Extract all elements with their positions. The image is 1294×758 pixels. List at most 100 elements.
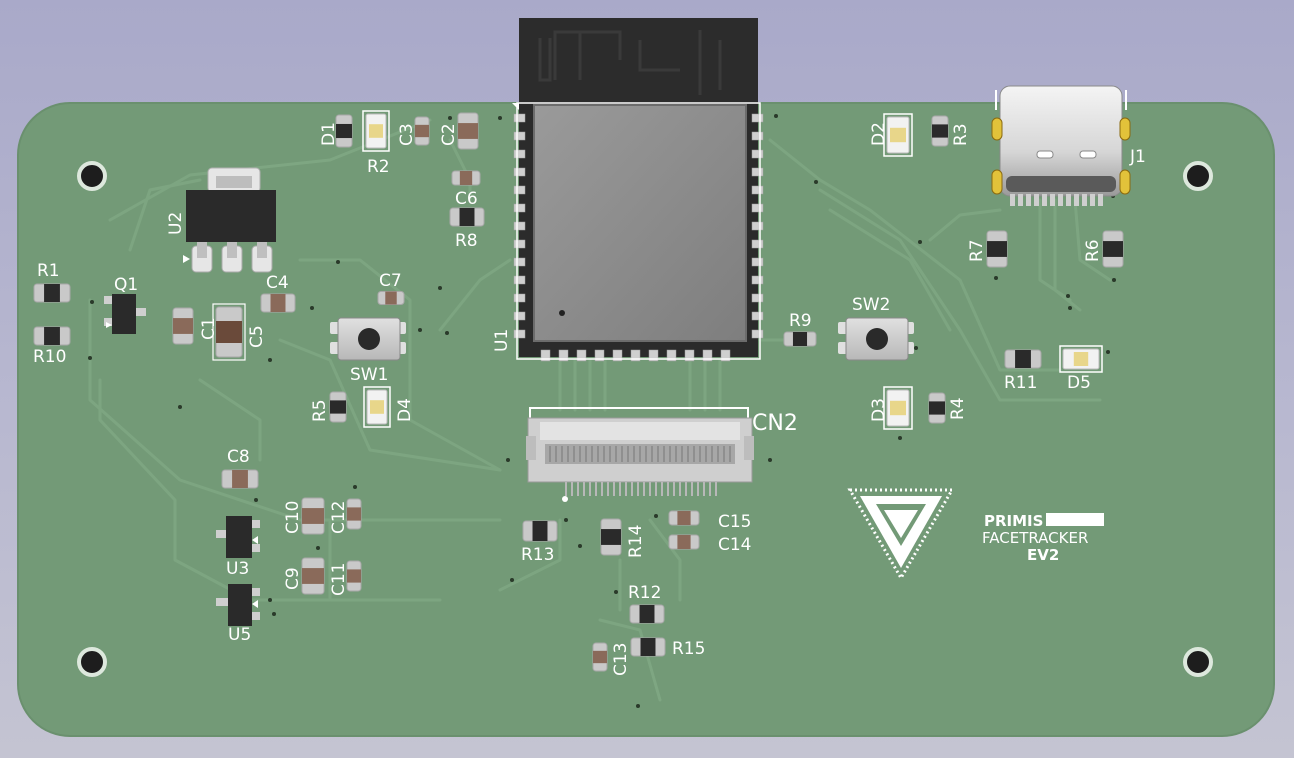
- component-D2: [883, 113, 913, 157]
- component-C13: [592, 642, 608, 672]
- component-J1: [991, 85, 1131, 206]
- component-R8: [449, 207, 485, 227]
- label-R2: R2: [367, 157, 390, 177]
- label-R3: R3: [951, 123, 971, 146]
- component-R7: [986, 230, 1008, 268]
- component-R10: [33, 326, 71, 346]
- component-R13: [522, 520, 558, 542]
- component-R1: [33, 283, 71, 303]
- label-R9: R9: [789, 311, 812, 331]
- triangle-logo-icon: [847, 488, 955, 581]
- label-U3: U3: [226, 559, 249, 579]
- label-R1: R1: [37, 261, 60, 281]
- component-R2: [362, 110, 390, 152]
- label-R8: R8: [455, 231, 478, 251]
- component-R4: [928, 392, 946, 424]
- label-R13: R13: [521, 545, 554, 565]
- logo-line-1: PRIMIS: [984, 512, 1043, 530]
- component-R12: [629, 604, 665, 624]
- component-C3: [414, 116, 430, 146]
- label-D2: D2: [869, 122, 889, 146]
- label-R10: R10: [33, 347, 66, 367]
- logo-bar: [1046, 513, 1104, 526]
- component-C2: [457, 112, 479, 150]
- component-R15: [630, 637, 666, 657]
- component-U5: [216, 584, 260, 626]
- label-C9: C9: [283, 567, 303, 590]
- component-R11: [1004, 349, 1042, 369]
- label-J1: J1: [1129, 147, 1146, 167]
- label-R4: R4: [948, 397, 968, 420]
- component-C10: [301, 497, 325, 535]
- component-C7: [377, 291, 405, 305]
- label-R11: R11: [1004, 373, 1037, 393]
- mounting-hole: [1183, 647, 1213, 677]
- label-C15: C15: [718, 512, 752, 532]
- label-R7: R7: [967, 239, 987, 262]
- label-R14: R14: [626, 525, 646, 558]
- component-D3: [883, 386, 913, 430]
- label-C6: C6: [455, 189, 478, 209]
- component-SW1: [330, 317, 406, 361]
- label-CN2: CN2: [752, 411, 798, 436]
- label-C2: C2: [439, 123, 459, 146]
- label-C11: C11: [329, 562, 349, 596]
- component-C11: [346, 560, 362, 592]
- label-C13: C13: [611, 642, 631, 676]
- component-U1: [512, 18, 764, 362]
- component-C1: [172, 307, 194, 345]
- board-logo: PRIMIS FACETRACKER EV2: [847, 488, 1104, 581]
- label-D4: D4: [395, 398, 415, 422]
- logo-line-3: EV2: [1027, 546, 1059, 564]
- copper-traces: [88, 118, 1112, 702]
- component-D4: [363, 386, 391, 428]
- label-U2: U2: [166, 212, 186, 235]
- label-R6: R6: [1083, 239, 1103, 262]
- component-U2: [183, 167, 276, 273]
- component-C6: [451, 170, 481, 186]
- mounting-hole: [1183, 161, 1213, 191]
- label-R5: R5: [310, 399, 330, 422]
- mounting-hole: [77, 161, 107, 191]
- mounting-holes: [77, 161, 1213, 677]
- label-SW1: SW1: [350, 365, 388, 385]
- label-SW2: SW2: [852, 295, 890, 315]
- component-R9: [783, 331, 817, 347]
- component-D5: [1059, 345, 1103, 373]
- label-C10: C10: [283, 500, 303, 534]
- component-D1: [335, 114, 353, 148]
- component-R3: [931, 115, 949, 147]
- label-C4: C4: [266, 273, 289, 293]
- component-Q1: [104, 294, 146, 334]
- label-C3: C3: [397, 123, 417, 146]
- label-C14: C14: [718, 535, 752, 555]
- label-U1: U1: [492, 329, 512, 352]
- component-R5: [329, 391, 347, 423]
- label-D1: D1: [319, 122, 339, 146]
- label-D3: D3: [869, 398, 889, 422]
- component-C9: [301, 557, 325, 595]
- label-Q1: Q1: [114, 275, 138, 295]
- label-U5: U5: [228, 625, 251, 645]
- component-R6: [1102, 230, 1124, 268]
- label-R15: R15: [672, 639, 705, 659]
- label-C8: C8: [227, 447, 250, 467]
- mounting-hole: [77, 647, 107, 677]
- logo-line-2: FACETRACKER: [982, 529, 1088, 547]
- label-R12: R12: [628, 583, 661, 603]
- component-CN2: [526, 407, 754, 502]
- component-C5: [212, 303, 246, 361]
- component-C14: [668, 534, 700, 550]
- label-D5: D5: [1067, 373, 1091, 393]
- component-C12: [346, 498, 362, 530]
- label-C12: C12: [329, 500, 349, 534]
- component-C4: [260, 293, 296, 313]
- component-SW2: [838, 317, 914, 361]
- component-C15: [668, 510, 700, 526]
- label-C5: C5: [247, 325, 267, 348]
- passive-components: [33, 110, 1124, 672]
- label-C7: C7: [379, 271, 402, 291]
- component-R14: [600, 518, 622, 556]
- label-C1: C1: [199, 317, 219, 340]
